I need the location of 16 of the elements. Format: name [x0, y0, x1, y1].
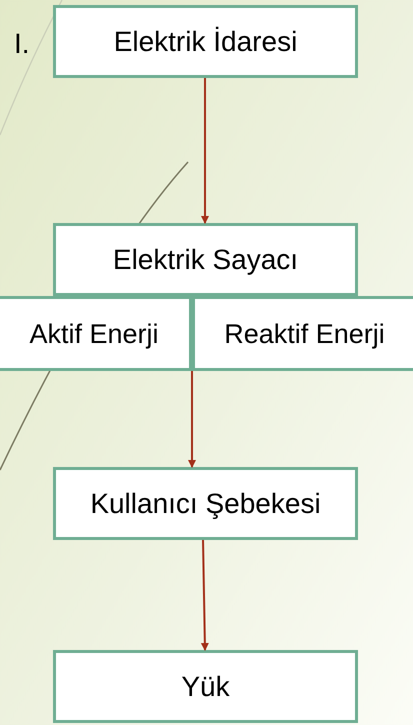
box-text: Kullanıcı Şebekesi	[90, 488, 321, 519]
arrow	[201, 78, 209, 224]
band-cell	[192, 296, 413, 371]
box-text: Yük	[181, 671, 230, 702]
band-cell	[0, 296, 192, 371]
box-text: Elektrik İdaresi	[114, 26, 298, 57]
arrow	[200, 540, 209, 651]
list-number: I.	[14, 28, 30, 60]
arrow	[188, 371, 196, 468]
process-box	[53, 650, 358, 723]
process-box	[53, 467, 358, 540]
box-text: Elektrik Sayacı	[112, 244, 298, 275]
box-text: Reaktif Enerji	[224, 318, 385, 350]
process-box	[53, 223, 358, 296]
box-text: Aktif Enerji	[29, 318, 159, 350]
process-box	[53, 5, 358, 78]
